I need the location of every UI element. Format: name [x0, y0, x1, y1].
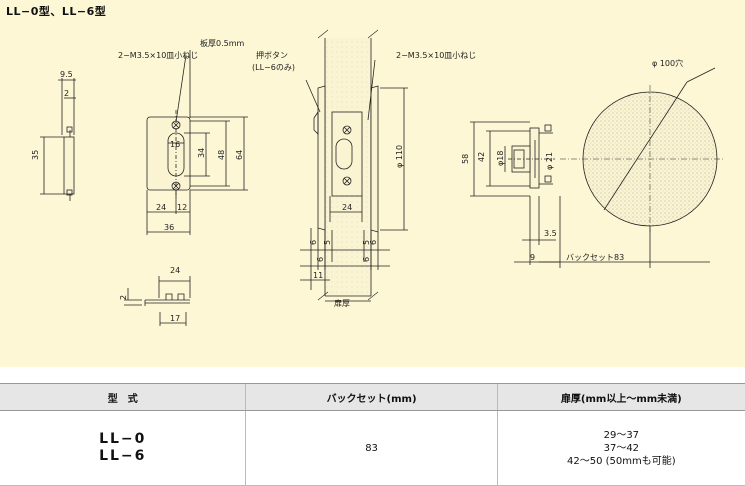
latch-side-view: [470, 121, 710, 268]
dim-5: 5: [323, 240, 332, 245]
strike-bottom-view: [124, 276, 191, 326]
dim-3-5: 3.5: [544, 229, 557, 238]
label-backset: バックセット83: [566, 253, 624, 262]
dim-34: 34: [197, 148, 206, 158]
label-push-button: 押ボタン: [256, 50, 288, 60]
cell-model: LL−0 LL−6: [0, 410, 246, 486]
dim-36: 36: [164, 223, 174, 232]
dim-24a: 24: [156, 203, 166, 212]
cell-backset: 83: [245, 410, 498, 486]
label-push-button-note: (LL−6のみ): [252, 63, 295, 72]
dim-58: 58: [461, 154, 470, 164]
label-screw-right: 2−M3.5×10皿小ねじ: [396, 51, 476, 60]
dim-21: φ 21: [545, 152, 554, 170]
label-door-thickness: 扉厚: [334, 298, 350, 308]
header-model: 型 式: [0, 383, 246, 411]
dim-2b: 2: [119, 295, 128, 300]
dim-9: 9: [530, 253, 535, 262]
header-backset: バックセット(mm): [245, 383, 498, 411]
strike-front-view: [146, 50, 248, 235]
model-ll0: LL−0: [99, 431, 147, 447]
dim-35: 35: [31, 150, 40, 160]
dim-24c: 24: [342, 203, 352, 212]
dimension-texts: 9.5 2 35 16 34 48 64 24 12 36 24 2 17 φ …: [31, 70, 557, 323]
dim-110: φ 110: [395, 145, 404, 168]
dim-18: φ18: [496, 151, 505, 166]
label-plate-thickness: 板厚0.5mm: [200, 38, 245, 48]
drawing-canvas: 2−M3.5×10皿小ねじ 板厚0.5mm 押ボタン (LL−6のみ) 2−M3…: [31, 29, 725, 326]
dim-64: 64: [235, 150, 244, 160]
table-header-row: 型 式 バックセット(mm) 扉厚(mm以上〜mm未満): [0, 383, 745, 411]
hole-circle-view: [560, 67, 725, 232]
dim-5b: 5: [362, 240, 371, 245]
dim-6a: 6: [309, 240, 318, 245]
thickness-3: 42〜50 (50mmも可能): [567, 455, 676, 467]
strike-side-view: [40, 78, 76, 201]
header-door-thickness: 扉厚(mm以上〜mm未満): [496, 383, 745, 411]
dim-2a: 2: [64, 89, 69, 98]
page-title: LL−0型、LL−6型: [6, 5, 107, 18]
dim-11: 11: [313, 271, 323, 280]
thickness-1: 29〜37: [603, 429, 640, 441]
cell-thickness: 29〜37 37〜42 42〜50 (50mmも可能): [496, 410, 745, 486]
drawing-labels: 2−M3.5×10皿小ねじ 板厚0.5mm 押ボタン (LL−6のみ) 2−M3…: [118, 38, 683, 308]
spec-table: 型 式 バックセット(mm) 扉厚(mm以上〜mm未満) LL−0 LL−6 8…: [0, 383, 745, 486]
model-ll6: LL−6: [99, 448, 147, 464]
door-section-view: [300, 29, 408, 302]
dim-12: 12: [177, 203, 187, 212]
table-row: LL−0 LL−6 83 29〜37 37〜42 42〜50 (50mmも可能): [0, 410, 745, 486]
label-screw-left: 2−M3.5×10皿小ねじ: [118, 51, 198, 60]
dim-17: 17: [170, 314, 180, 323]
dim-6b: 6: [316, 257, 325, 262]
dim-9-5: 9.5: [60, 70, 73, 79]
label-hole: φ 100穴: [652, 58, 683, 68]
thickness-2: 37〜42: [603, 442, 640, 454]
dim-42: 42: [477, 152, 486, 162]
dim-24b: 24: [170, 266, 180, 275]
dim-16: 16: [170, 140, 180, 149]
technical-drawing: LL−0型、LL−6型: [0, 0, 745, 367]
dim-48: 48: [217, 150, 226, 160]
dim-6d: 6: [369, 240, 378, 245]
dim-6c: 6: [362, 257, 371, 262]
